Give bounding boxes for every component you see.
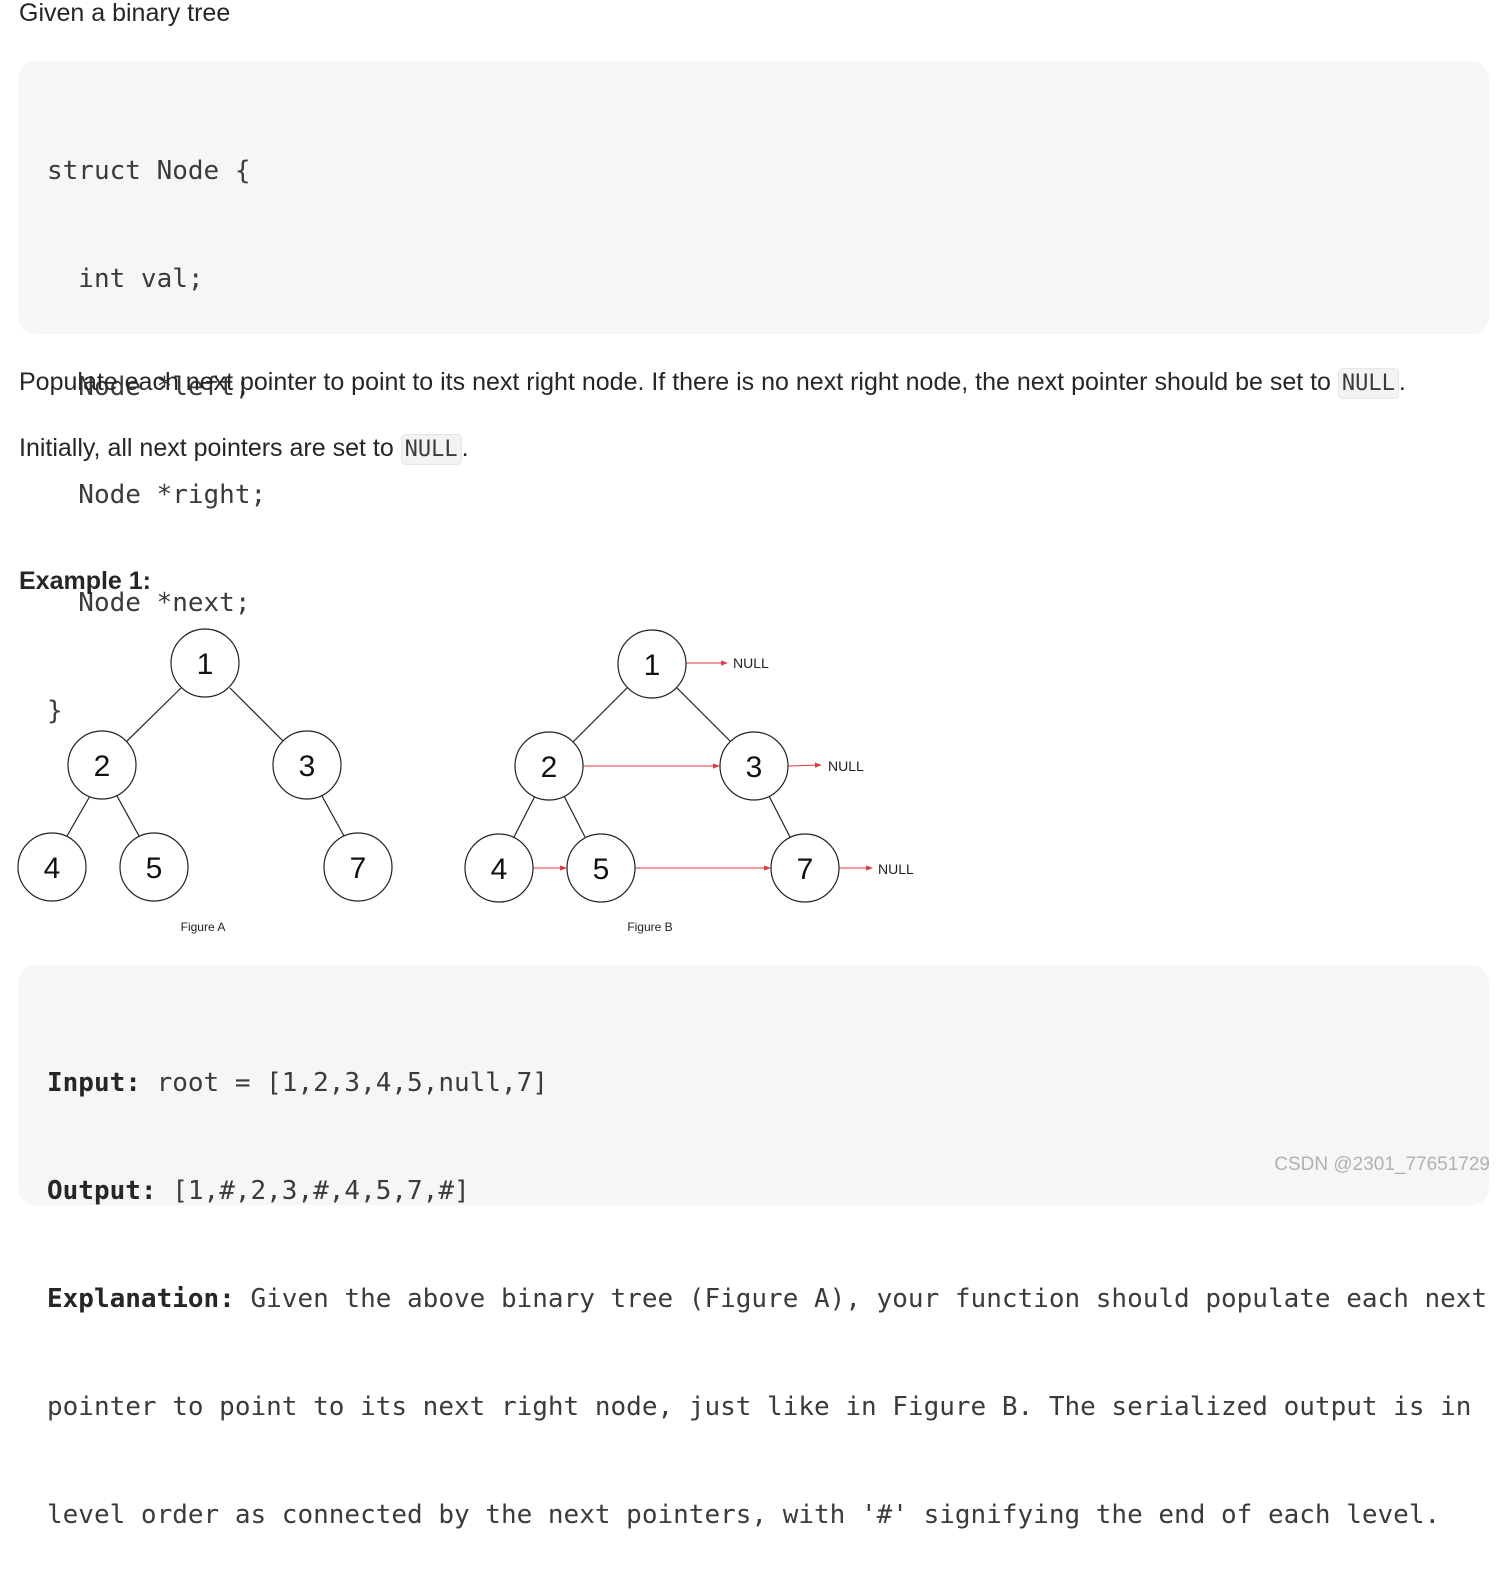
output-value: [1,#,2,3,#,4,5,7,#] — [156, 1176, 470, 1206]
tree-node — [770, 833, 840, 903]
figure-a-nodes — [17, 628, 393, 902]
tree-node — [17, 832, 87, 902]
tree-node — [170, 628, 240, 698]
node-label: 1 — [644, 649, 661, 682]
code-line: } — [47, 696, 63, 726]
code-line: int val; — [47, 264, 204, 294]
node-label: 4 — [491, 853, 508, 886]
inline-code-null: NULL — [400, 434, 462, 465]
explanation-text: Given the above binary tree (Figure A), … — [234, 1284, 1488, 1314]
intro-text: Given a binary tree — [19, 0, 231, 27]
tree-node — [719, 731, 789, 801]
tree-node — [514, 731, 584, 801]
input-value: root = [1,2,3,4,5,null,7] — [140, 1068, 548, 1098]
figure-a-edges — [66, 687, 345, 837]
paragraph-end: . — [461, 434, 469, 462]
figure-b-caption: Figure B — [627, 920, 672, 934]
explanation-line: Explanation: Given the above binary tree… — [47, 1281, 1487, 1317]
input-label: Input: — [47, 1068, 141, 1098]
node-label: 5 — [593, 853, 610, 886]
explanation-line: level order as connected by the next poi… — [47, 1500, 1441, 1530]
tree-figure: 1 2 3 4 5 7 Figure A 1 2 3 4 5 7 — [17, 628, 914, 934]
tree-node — [566, 833, 636, 903]
node-label: 7 — [797, 853, 814, 886]
explanation-line: pointer to point to its next right node,… — [47, 1392, 1472, 1422]
node-label: 7 — [350, 852, 367, 885]
figure-a-caption: Figure A — [181, 920, 226, 934]
watermark: CSDN @2301_77651729 — [1274, 1154, 1490, 1175]
tree-node — [272, 730, 342, 800]
tree-node — [464, 833, 534, 903]
tree-node — [323, 832, 393, 902]
explanation-label: Explanation: — [47, 1284, 235, 1314]
struct-code-block: struct Node { int val; Node *left; Node … — [18, 61, 1489, 726]
tree-node — [67, 730, 137, 800]
paragraph-end: . — [1398, 368, 1406, 396]
tree-node — [617, 629, 687, 699]
example-heading: Example 1: — [19, 567, 152, 595]
paragraph-text: Initially, all next pointers are set to — [19, 434, 401, 462]
null-label: NULL — [878, 861, 914, 877]
null-label: NULL — [733, 655, 769, 671]
node-label: 3 — [746, 751, 763, 784]
inline-code-null: NULL — [1337, 368, 1399, 399]
node-label: 2 — [94, 750, 111, 783]
figure-b-nodes — [464, 629, 840, 903]
node-label: 2 — [541, 751, 558, 784]
description-paragraph: Populate each next pointer to point to i… — [19, 365, 1406, 401]
initial-state-paragraph: Initially, all next pointers are set to … — [19, 431, 469, 467]
next-pointers — [533, 660, 873, 871]
example-code-block: Input: root = [1,2,3,4,5,null,7] Output:… — [18, 965, 1489, 1530]
paragraph-text: Populate each next pointer to point to i… — [19, 368, 1338, 396]
node-label: 4 — [44, 852, 61, 885]
output-line: Output: [1,#,2,3,#,4,5,7,#] — [47, 1173, 1460, 1209]
input-line: Input: root = [1,2,3,4,5,null,7] — [47, 1065, 1460, 1101]
code-line: Node *next; — [47, 588, 251, 618]
code-line: Node *right; — [47, 480, 267, 510]
tree-node — [119, 832, 189, 902]
output-label: Output: — [47, 1176, 157, 1206]
figure-b-edges — [513, 687, 791, 838]
node-label: 3 — [299, 750, 316, 783]
code-line: Node *left; — [47, 372, 251, 402]
node-label: 1 — [197, 648, 214, 681]
null-label: NULL — [828, 758, 864, 774]
node-label: 5 — [146, 852, 163, 885]
code-line: struct Node { — [47, 156, 251, 186]
